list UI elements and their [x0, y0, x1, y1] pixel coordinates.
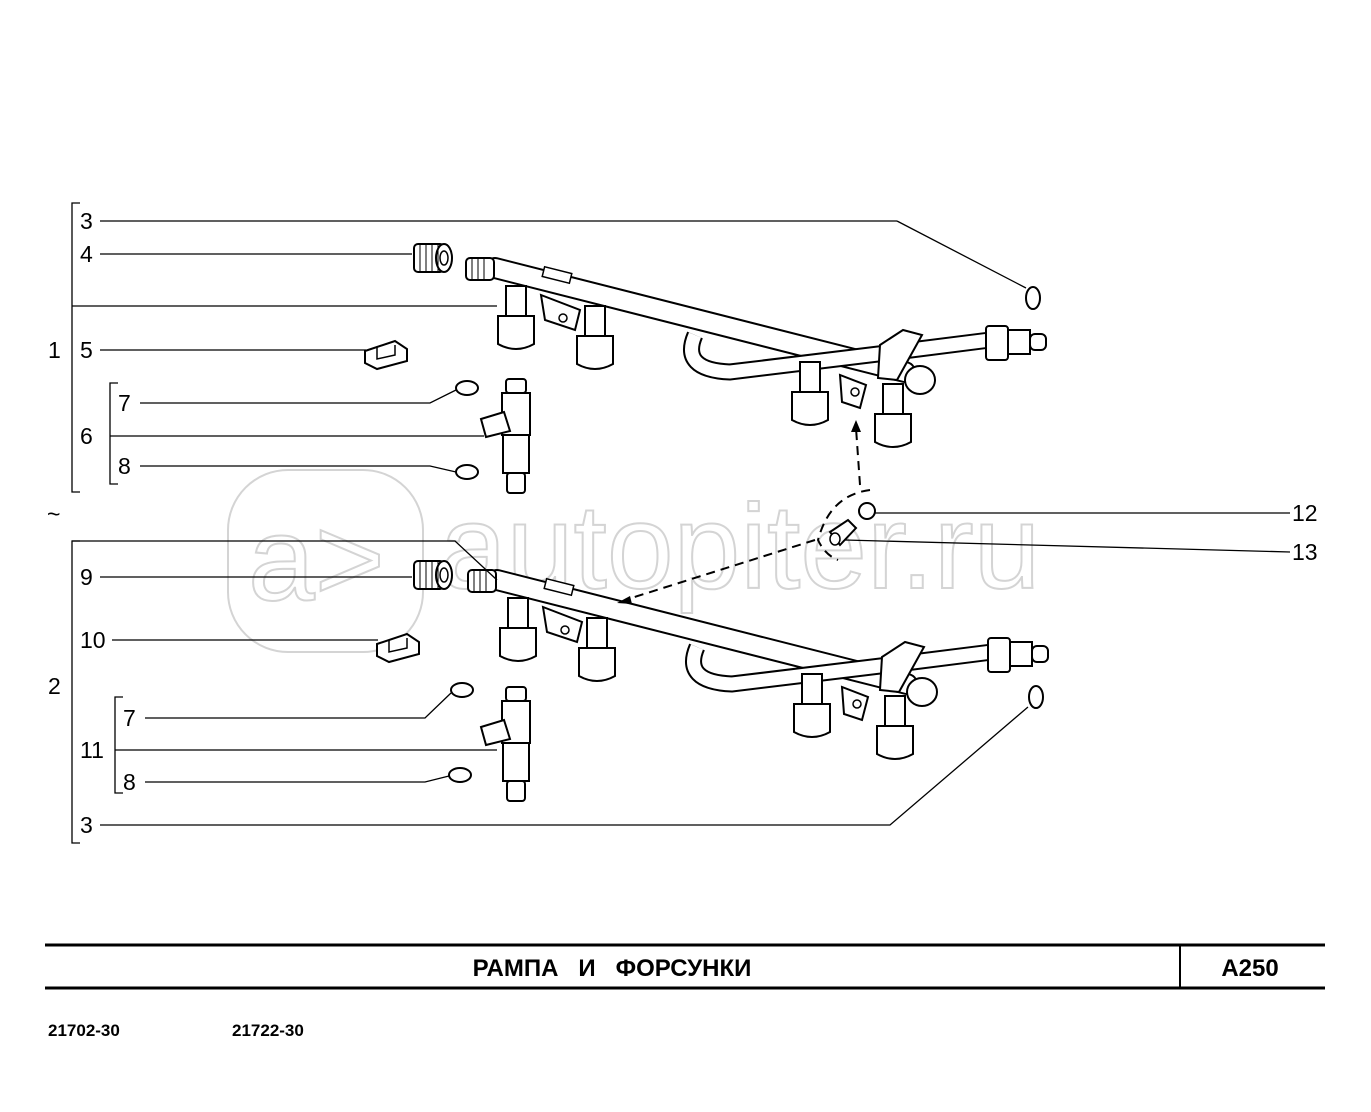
callout-9: 9 — [80, 564, 93, 590]
separator-mark: ~ — [47, 501, 60, 527]
model-code-1: 21702-30 — [48, 1021, 120, 1040]
cap-upper — [413, 243, 453, 273]
injector-upper — [480, 378, 531, 494]
callout-4: 4 — [80, 241, 93, 267]
injector-lower — [480, 686, 531, 802]
o-rings — [448, 286, 1044, 783]
callout-7-lower: 7 — [123, 705, 136, 731]
callout-5: 5 — [80, 337, 93, 363]
callout-13: 13 — [1292, 539, 1318, 565]
watermark-logo: a> — [248, 492, 385, 626]
callout-10: 10 — [80, 627, 106, 653]
cap-lower — [413, 560, 453, 590]
assembly-lines — [624, 427, 871, 601]
callout-2: 2 — [48, 673, 61, 699]
clip-upper — [364, 340, 408, 370]
callout-8-lower: 8 — [123, 769, 136, 795]
callout-6: 6 — [80, 423, 93, 449]
callout-1: 1 — [48, 337, 61, 363]
title-block: РАМПА И ФОРСУНКИ A250 — [45, 943, 1325, 990]
model-code-2: 21722-30 — [232, 1021, 304, 1040]
fuel-rail-upper — [466, 258, 1046, 447]
callout-8-upper: 8 — [118, 453, 131, 479]
diagram-code: A250 — [1221, 955, 1278, 982]
bolt — [828, 518, 858, 547]
callout-3-lower: 3 — [80, 812, 93, 838]
callout-3-upper: 3 — [80, 208, 93, 234]
callout-7-upper: 7 — [118, 390, 131, 416]
diagram-title: РАМПА И ФОРСУНКИ — [473, 955, 752, 982]
clip-lower — [376, 633, 420, 663]
leader-lines — [71, 202, 1291, 844]
callout-11: 11 — [80, 737, 104, 763]
callout-12: 12 — [1292, 500, 1318, 526]
